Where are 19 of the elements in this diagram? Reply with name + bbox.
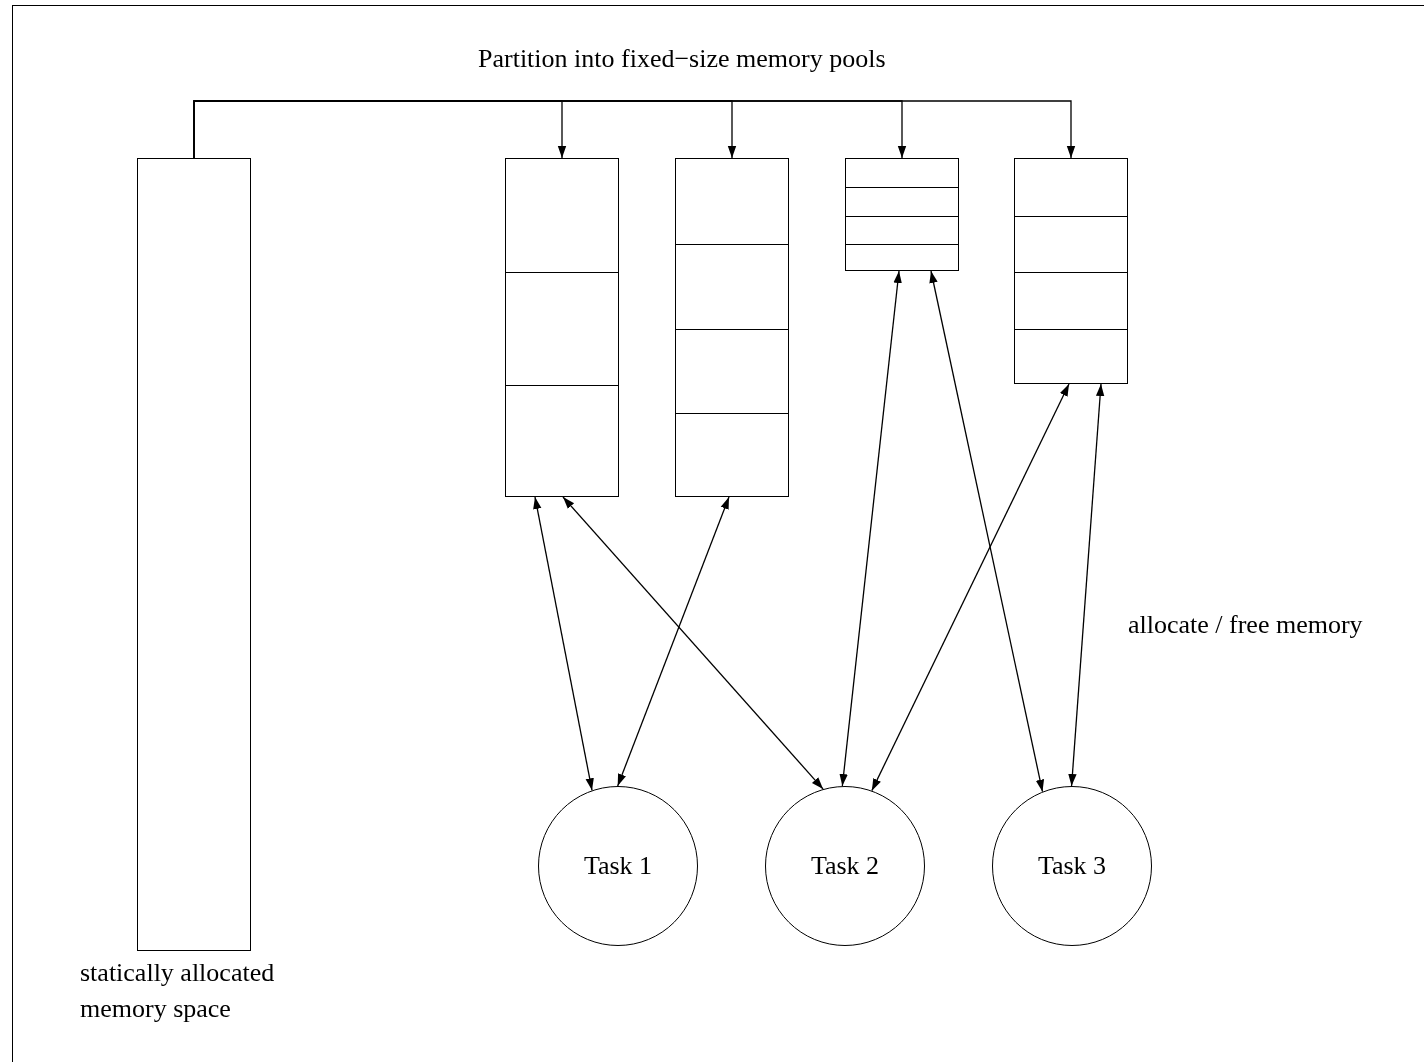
arrow: [1068, 383, 1105, 787]
task-label: Task 3: [1037, 853, 1107, 879]
arrow: [562, 496, 824, 790]
arrow: [533, 496, 594, 791]
arrow: [839, 270, 902, 787]
task-label: Task 1: [583, 853, 653, 879]
allocate-label: allocate / free memory: [1128, 612, 1363, 638]
partition-label: Partition into fixed−size memory pools: [478, 46, 886, 72]
memory-pool: [845, 158, 959, 271]
arrow: [929, 270, 1045, 793]
memory-pool: [675, 158, 789, 497]
arrow: [193, 100, 1076, 159]
memory-bar: [137, 158, 251, 951]
task-label: Task 2: [810, 853, 880, 879]
memory-caption: statically allocated memory space: [80, 957, 276, 1025]
arrow: [617, 496, 730, 787]
memory-pool: [1014, 158, 1128, 384]
memory-pool: [505, 158, 619, 497]
arrow: [871, 383, 1070, 792]
